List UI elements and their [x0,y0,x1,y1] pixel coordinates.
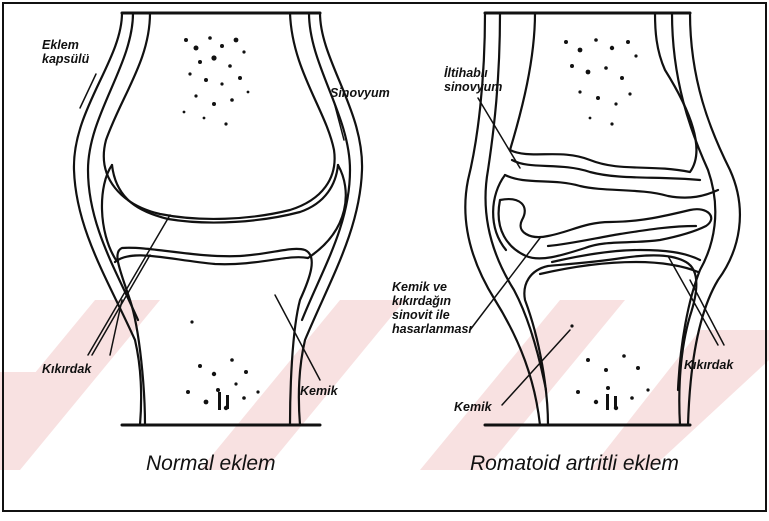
label-bone-left: Kemik [300,384,338,398]
caption-ra: Romatoid artritli eklem [470,452,679,476]
label-bone-right: Kemik [454,400,492,414]
upper-bone-right [510,13,696,172]
synovium-pocket-right [308,165,346,258]
upper-bone-left [104,13,335,219]
caption-normal: Normal eklem [146,452,276,476]
label-capsule: Eklem kapsülü [42,38,89,66]
label-damage: Kemik ve kıkırdağın sinovit ile hasarlan… [392,280,472,336]
pointer-capsule [80,74,96,108]
label-cartilage-right: Kıkırdak [684,358,733,372]
pointer-synovium [334,102,344,140]
label-inflamed-synovium: İltihablı sinovyum [444,66,502,94]
pointer-inflamed [478,98,520,168]
label-synovium: Sinovyum [330,86,390,100]
upper-cartilage-left [112,165,338,223]
watermark [0,300,769,470]
label-cartilage-left: Kıkırdak [42,362,91,376]
